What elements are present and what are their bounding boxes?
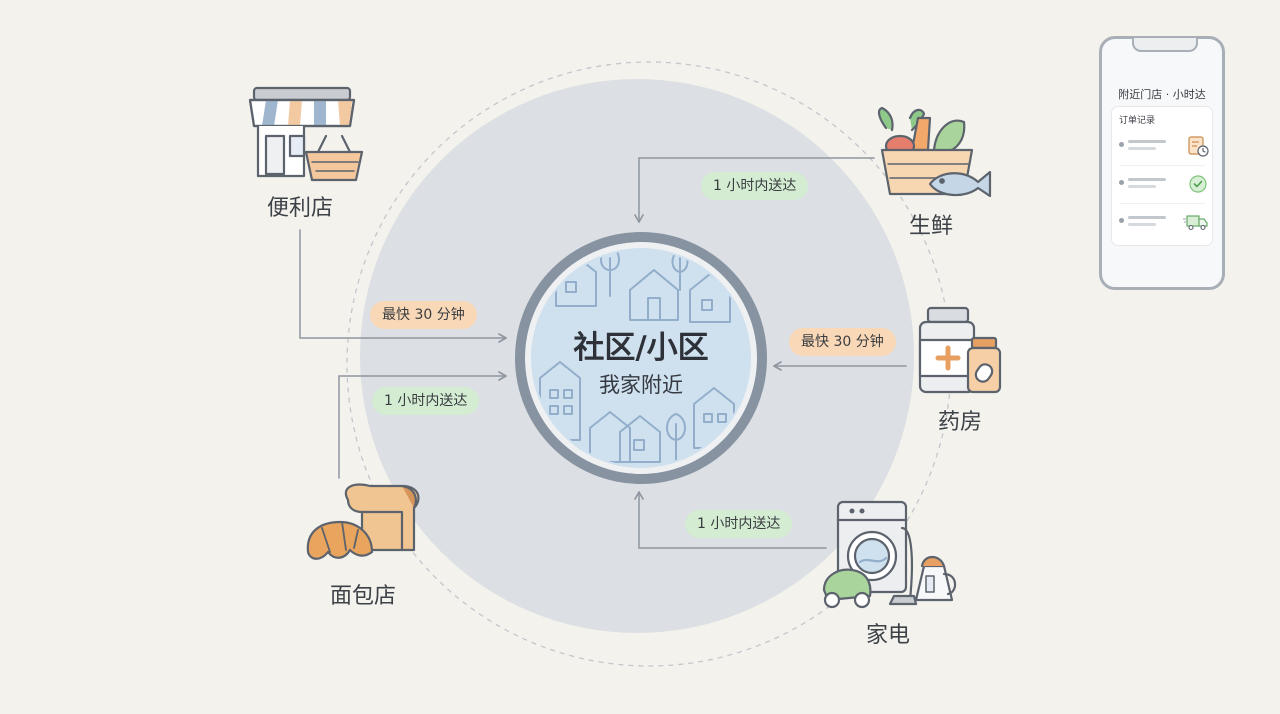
arrow-appliance — [634, 491, 827, 549]
center-title: 社区/小区 — [573, 330, 709, 366]
clock-order-icon — [1188, 136, 1209, 157]
edge-label-convenience: 最快 30 分钟 — [370, 301, 477, 329]
edge-label-appliance: 1 小时内送达 — [685, 510, 793, 538]
phone-title: 附近门店 · 小时达 — [1118, 88, 1206, 101]
arrow-bakery — [338, 371, 507, 479]
neighborhood-houses-icon — [515, 232, 767, 484]
node-label-convenience: 便利店 — [266, 196, 334, 221]
connector-arrows — [299, 157, 907, 549]
washer-vacuum-kettle-icon — [822, 500, 957, 609]
order-row — [1119, 173, 1209, 193]
center-subtitle: 我家附近 — [599, 373, 683, 397]
order-card: 订单记录 — [1112, 107, 1212, 245]
order-row — [1119, 135, 1209, 157]
node-label-pharmacy: 药房 — [937, 410, 983, 435]
vegetables-fish-basket-icon — [877, 106, 992, 198]
node-label-appliance: 家电 — [865, 623, 911, 648]
arrow-fresh — [634, 157, 875, 223]
medicine-bottles-icon — [918, 306, 1002, 394]
node-label-fresh: 生鲜 — [908, 214, 954, 239]
edge-label-bakery: 1 小时内送达 — [372, 387, 480, 415]
storefront-basket-icon — [248, 86, 364, 182]
edge-label-fresh: 1 小时内送达 — [701, 172, 809, 200]
mobile-app-icon: 附近门店 · 小时达 订单记录 — [1099, 36, 1225, 290]
arrow-convenience — [299, 229, 507, 343]
card-divider — [1119, 203, 1205, 204]
delivery-truck-icon — [1183, 215, 1208, 231]
edge-label-pharmacy: 最快 30 分钟 — [789, 328, 896, 356]
order-row — [1119, 211, 1209, 231]
order-card-title: 订单记录 — [1119, 116, 1156, 126]
check-icon — [1189, 175, 1207, 193]
phone-notch — [1132, 38, 1198, 52]
bread-croissant-icon — [306, 483, 420, 560]
node-label-bakery: 面包店 — [329, 584, 397, 609]
card-divider — [1119, 165, 1205, 166]
